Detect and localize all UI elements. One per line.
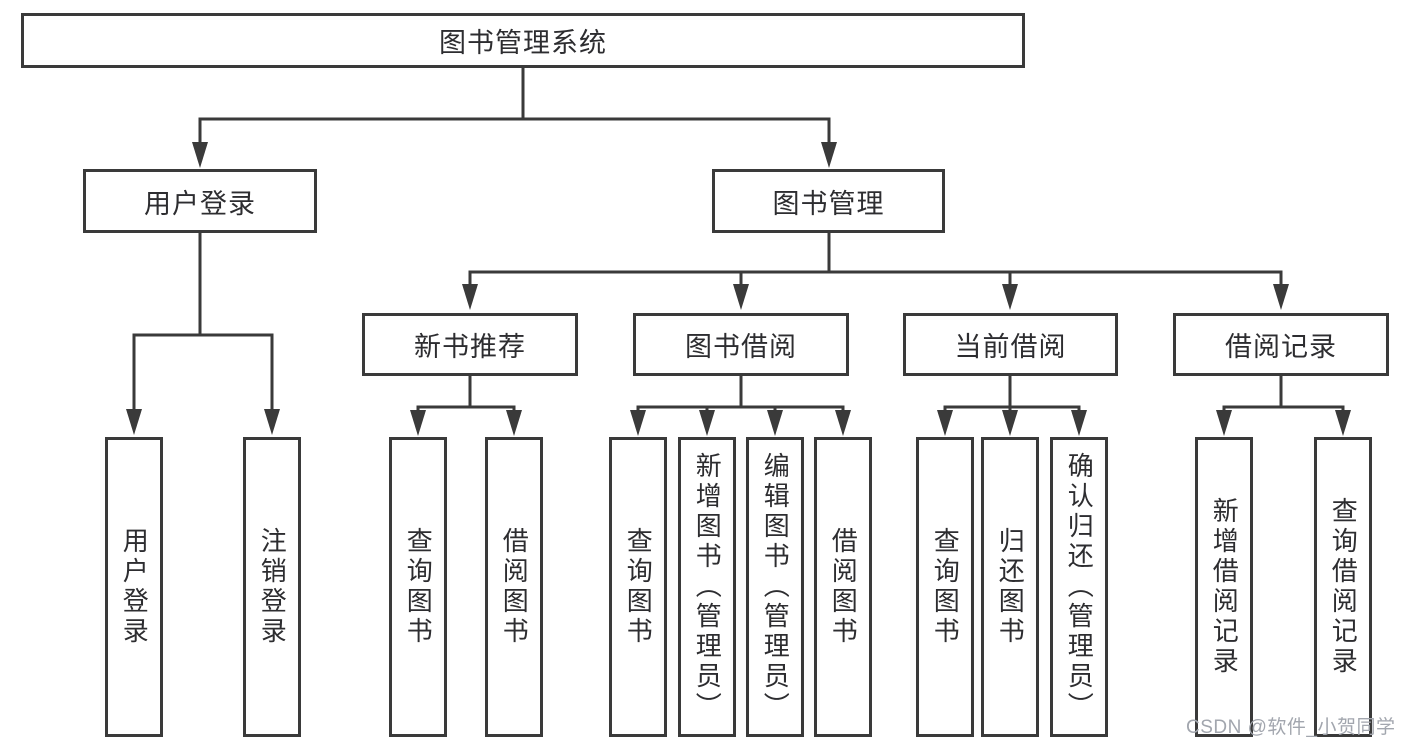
connector-user-login-group bbox=[132, 231, 274, 414]
leaf-current-confirm-return-admin: 确认归还（管理员） bbox=[1050, 437, 1108, 737]
node-label: 借阅图书 bbox=[828, 527, 859, 647]
node-label: 图书管理系统 bbox=[439, 28, 607, 58]
node-label: 借阅图书 bbox=[499, 527, 530, 647]
connector-current-borrowing-group bbox=[943, 374, 1081, 415]
connector-root bbox=[198, 66, 831, 147]
arrowhead bbox=[1273, 284, 1289, 310]
arrowhead bbox=[410, 410, 426, 436]
arrowhead bbox=[699, 410, 715, 436]
leaf-logout: 注销登录 bbox=[243, 437, 301, 737]
arrowhead bbox=[630, 410, 646, 436]
node-label: 用户登录 bbox=[144, 188, 256, 219]
leaf-newbook-borrow-books: 借阅图书 bbox=[485, 437, 543, 737]
node-label: 归还图书 bbox=[995, 527, 1026, 647]
node-label: 用户登录 bbox=[119, 527, 150, 647]
arrowhead bbox=[264, 409, 280, 435]
node-label: 查询借阅记录 bbox=[1328, 497, 1359, 677]
node-label: 注销登录 bbox=[257, 527, 288, 647]
node-user-login: 用户登录 bbox=[83, 169, 317, 233]
leaf-borrowing-borrow-books: 借阅图书 bbox=[814, 437, 872, 737]
arrowhead bbox=[462, 284, 478, 310]
arrowhead bbox=[835, 410, 851, 436]
arrowhead bbox=[1216, 410, 1232, 436]
connector-new-book-group bbox=[416, 374, 516, 415]
arrowheads bbox=[126, 142, 1351, 436]
leaf-records-query-record: 查询借阅记录 bbox=[1314, 437, 1372, 737]
node-label: 确认归还（管理员） bbox=[1064, 452, 1095, 722]
leaf-current-return-books: 归还图书 bbox=[981, 437, 1039, 737]
node-label: 新增图书（管理员） bbox=[692, 452, 723, 722]
arrowhead bbox=[733, 284, 749, 310]
csdn-watermark: CSDN @软件_小贺同学 bbox=[1186, 717, 1396, 738]
arrowhead bbox=[126, 409, 142, 435]
node-new-book-recommendation: 新书推荐 bbox=[362, 313, 578, 376]
leaf-records-add-record: 新增借阅记录 bbox=[1195, 437, 1253, 737]
node-book-management: 图书管理 bbox=[712, 169, 945, 233]
node-book-borrowing: 图书借阅 bbox=[633, 313, 849, 376]
arrowhead bbox=[1335, 410, 1351, 436]
node-borrowing-records: 借阅记录 bbox=[1173, 313, 1389, 376]
arrowhead bbox=[937, 410, 953, 436]
node-label: 编辑图书（管理员） bbox=[760, 452, 791, 722]
arrowhead bbox=[1002, 410, 1018, 436]
arrowhead bbox=[1002, 284, 1018, 310]
leaf-borrowing-add-books-admin: 新增图书（管理员） bbox=[678, 437, 736, 737]
node-label: 查询图书 bbox=[403, 527, 434, 647]
connector-book-management-group bbox=[468, 231, 1283, 289]
arrowhead bbox=[192, 142, 208, 168]
arrowhead bbox=[506, 410, 522, 436]
leaf-borrowing-query-books: 查询图书 bbox=[609, 437, 667, 737]
node-label: 查询图书 bbox=[930, 527, 961, 647]
node-label: 当前借阅 bbox=[954, 332, 1067, 362]
arrowhead bbox=[767, 410, 783, 436]
arrowhead bbox=[1071, 410, 1087, 436]
leaf-user-login: 用户登录 bbox=[105, 437, 163, 737]
leaf-newbook-query-books: 查询图书 bbox=[389, 437, 447, 737]
leaf-borrowing-edit-books-admin: 编辑图书（管理员） bbox=[746, 437, 804, 737]
node-label: 查询图书 bbox=[623, 527, 654, 647]
node-label: 借阅记录 bbox=[1225, 332, 1337, 362]
node-label: 图书借阅 bbox=[685, 332, 797, 362]
node-label: 新增借阅记录 bbox=[1209, 497, 1240, 677]
node-label: 图书管理 bbox=[772, 188, 885, 219]
connector-book-borrowing-group bbox=[636, 374, 845, 415]
node-library-management-system: 图书管理系统 bbox=[21, 13, 1025, 68]
node-label: 新书推荐 bbox=[414, 332, 526, 362]
connector-borrowing-records-group bbox=[1222, 374, 1345, 415]
leaf-current-query-books: 查询图书 bbox=[916, 437, 974, 737]
arrowhead bbox=[821, 142, 837, 168]
node-current-borrowing: 当前借阅 bbox=[903, 313, 1118, 376]
